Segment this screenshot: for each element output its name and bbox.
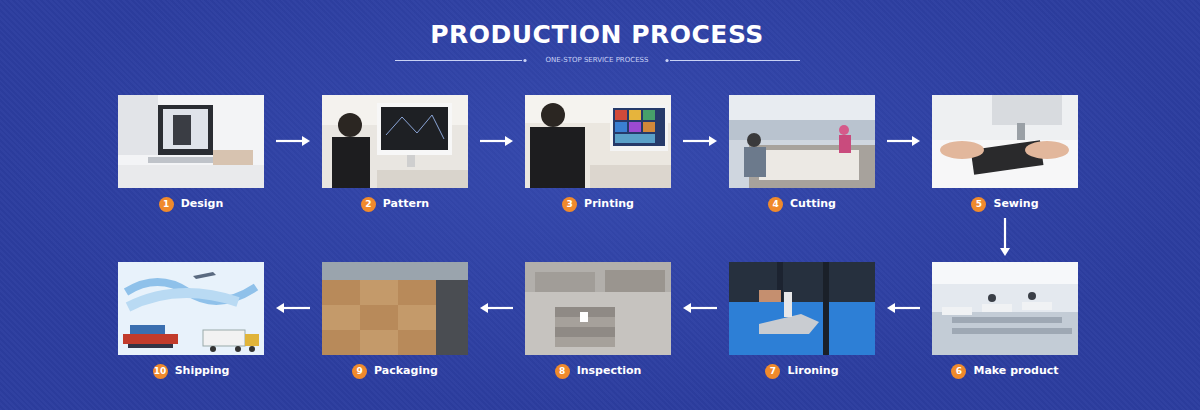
arrow-shaft [480,140,506,142]
subtitle-text: ONE-STOP SERVICE PROCESS [546,56,649,64]
step-number: 3 [562,197,577,212]
arrow-head [302,136,310,146]
diagram-title: PRODUCTION PROCESS [0,20,1197,49]
step-photo [525,95,671,188]
step-photo [322,262,468,355]
step-caption: 6 Make product [932,363,1078,379]
rule-dot [665,59,668,62]
step-caption: 10 Shipping [118,363,264,379]
flow-arrow [276,303,310,313]
step-caption: 4 Cutting [729,196,875,212]
step-label: Sewing [993,197,1038,210]
step-caption: 3 Printing [525,196,671,212]
flow-arrow [276,136,310,146]
step-number: 2 [361,197,376,212]
arrow-shaft [690,307,717,309]
process-step: 10 Shipping [118,262,264,379]
step-photo [118,95,264,188]
step-caption: 2 Pattern [322,196,468,212]
step-number: 5 [971,197,986,212]
rule-line [395,60,522,61]
arrow-shaft [894,307,920,309]
arrow-head [480,303,488,313]
subtitle-wrap: ONE-STOP SERVICE PROCESS [0,56,1197,64]
flow-arrow [480,303,513,313]
flow-arrow [887,303,920,313]
step-label: Make product [973,364,1058,377]
flow-arrow [887,136,920,146]
process-step: 9 Packaging [322,262,468,379]
step-photo [932,262,1078,355]
flow-arrow [480,136,513,146]
arrow-shaft [1004,218,1006,249]
step-photo [932,95,1078,188]
step-caption: 8 Inspection [525,363,671,379]
step-number: 6 [951,364,966,379]
flow-arrow [683,303,717,313]
process-step: 2 Pattern [322,95,468,212]
step-label: Inspection [577,364,642,377]
arrow-head [1000,248,1010,256]
step-label: Shipping [175,364,230,377]
process-step: 1 Design [118,95,264,212]
process-step: 6 Make product [932,262,1078,379]
step-number: 4 [768,197,783,212]
arrow-head [709,136,717,146]
process-step: 8 Inspection [525,262,671,379]
step-photo [118,262,264,355]
arrow-head [505,136,513,146]
arrow-head [276,303,284,313]
step-label: Lironing [787,364,838,377]
process-step: 5 Sewing [932,95,1078,212]
rule-dot [523,59,526,62]
arrow-shaft [683,140,710,142]
step-label: Printing [584,197,634,210]
arrow-shaft [283,307,310,309]
step-number: 10 [153,364,168,379]
step-number: 1 [159,197,174,212]
process-step: 4 Cutting [729,95,875,212]
flow-arrow [683,136,717,146]
process-step: 3 Printing [525,95,671,212]
step-photo [322,95,468,188]
step-photo [525,262,671,355]
arrow-shaft [276,140,303,142]
step-number: 7 [765,364,780,379]
step-label: Pattern [383,197,429,210]
step-caption: 7 Lironing [729,363,875,379]
flow-arrow [1000,218,1010,256]
step-number: 8 [555,364,570,379]
step-caption: 1 Design [118,196,264,212]
step-photo [729,262,875,355]
step-photo [729,95,875,188]
step-label: Packaging [374,364,438,377]
arrow-head [912,136,920,146]
step-label: Cutting [790,197,836,210]
step-caption: 9 Packaging [322,363,468,379]
step-caption: 5 Sewing [932,196,1078,212]
rule-line [670,60,800,61]
arrow-head [887,303,895,313]
process-step: 7 Lironing [729,262,875,379]
arrow-shaft [887,140,913,142]
arrow-shaft [487,307,513,309]
step-number: 9 [352,364,367,379]
step-label: Design [181,197,224,210]
arrow-head [683,303,691,313]
